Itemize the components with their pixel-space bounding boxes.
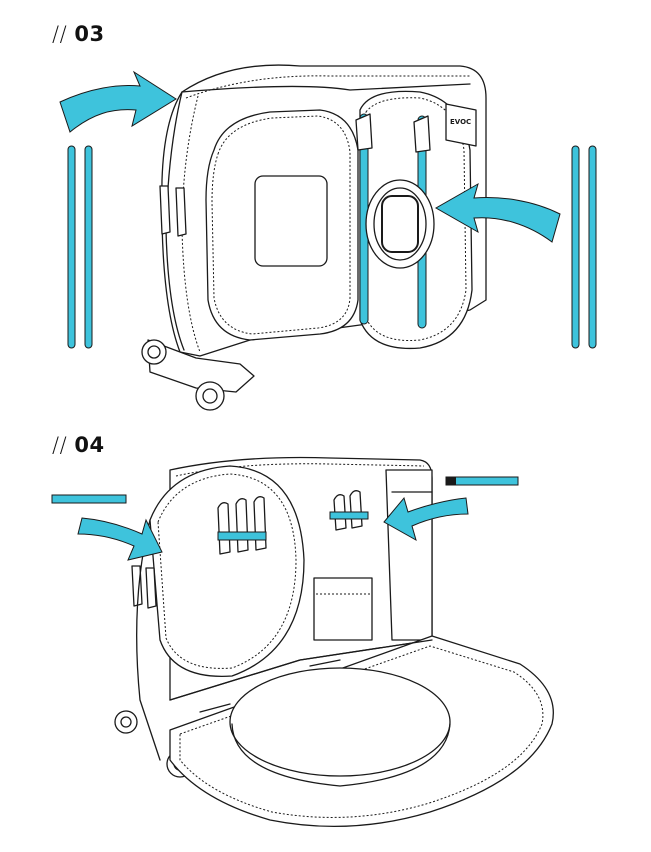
case-left-panel — [149, 465, 305, 678]
wheel-hub — [147, 345, 161, 359]
wall-seam — [175, 463, 425, 477]
rod-icon — [84, 145, 93, 349]
left-strap-slots — [217, 496, 267, 555]
brand-tag: EVOC — [445, 103, 477, 147]
strap-loop — [413, 115, 431, 153]
bar-icon — [51, 494, 127, 504]
hub-port-ring — [373, 187, 427, 261]
bar-icon — [445, 476, 519, 486]
panel-stitching — [157, 473, 297, 669]
strap-slot — [349, 490, 363, 529]
rod-icon — [67, 145, 76, 349]
wheel-assembly — [141, 339, 255, 411]
side-handle — [159, 185, 171, 235]
arrow-icon — [434, 182, 561, 243]
side-handle — [145, 567, 157, 609]
left-rods — [67, 145, 93, 349]
label-window — [254, 175, 328, 267]
step-slashes: // — [52, 433, 68, 457]
wheel-hub — [202, 388, 218, 404]
rod-icon — [571, 145, 580, 349]
strap-slot — [235, 498, 249, 553]
floor-edge — [169, 639, 433, 701]
figure-04-open-case — [51, 456, 554, 828]
figure-03-bike-case: EVOC — [59, 64, 597, 411]
arrow-icon — [59, 70, 177, 133]
bar-endcap — [446, 477, 456, 485]
wheel-housing — [147, 339, 255, 393]
cushion-pad — [229, 667, 451, 777]
inner-side-wall — [385, 469, 433, 641]
cushion-edge — [231, 723, 451, 787]
step-03-label: // 03 — [52, 22, 105, 46]
case-seam — [185, 75, 470, 99]
step-number: 04 — [74, 433, 105, 457]
right-strap-slots — [329, 490, 369, 531]
wheel-hub — [120, 716, 132, 728]
floor-line — [309, 659, 341, 667]
step-04-label: // 04 — [52, 433, 105, 457]
hub-port-inner — [381, 195, 419, 253]
brand-mark: EVOC — [450, 118, 471, 126]
strap-band — [329, 511, 369, 520]
case-side-seam — [181, 95, 201, 353]
strap-band — [217, 531, 267, 541]
side-handle — [175, 187, 187, 237]
strap-loop — [355, 113, 373, 151]
panel-stitching — [211, 115, 351, 335]
right-rods — [571, 145, 597, 349]
case-top-edge — [181, 83, 471, 93]
step-slashes: // — [52, 22, 68, 46]
lid-stitching — [179, 645, 544, 818]
floor-line — [199, 703, 231, 713]
strap-slot — [253, 496, 267, 551]
arrow-icon — [77, 517, 163, 561]
rod-icon — [588, 145, 597, 349]
storage-pocket — [313, 577, 373, 641]
step-number: 03 — [74, 22, 105, 46]
strap-slot — [217, 502, 231, 555]
arrow-icon — [383, 496, 469, 542]
brand-tag-shape — [445, 103, 477, 147]
